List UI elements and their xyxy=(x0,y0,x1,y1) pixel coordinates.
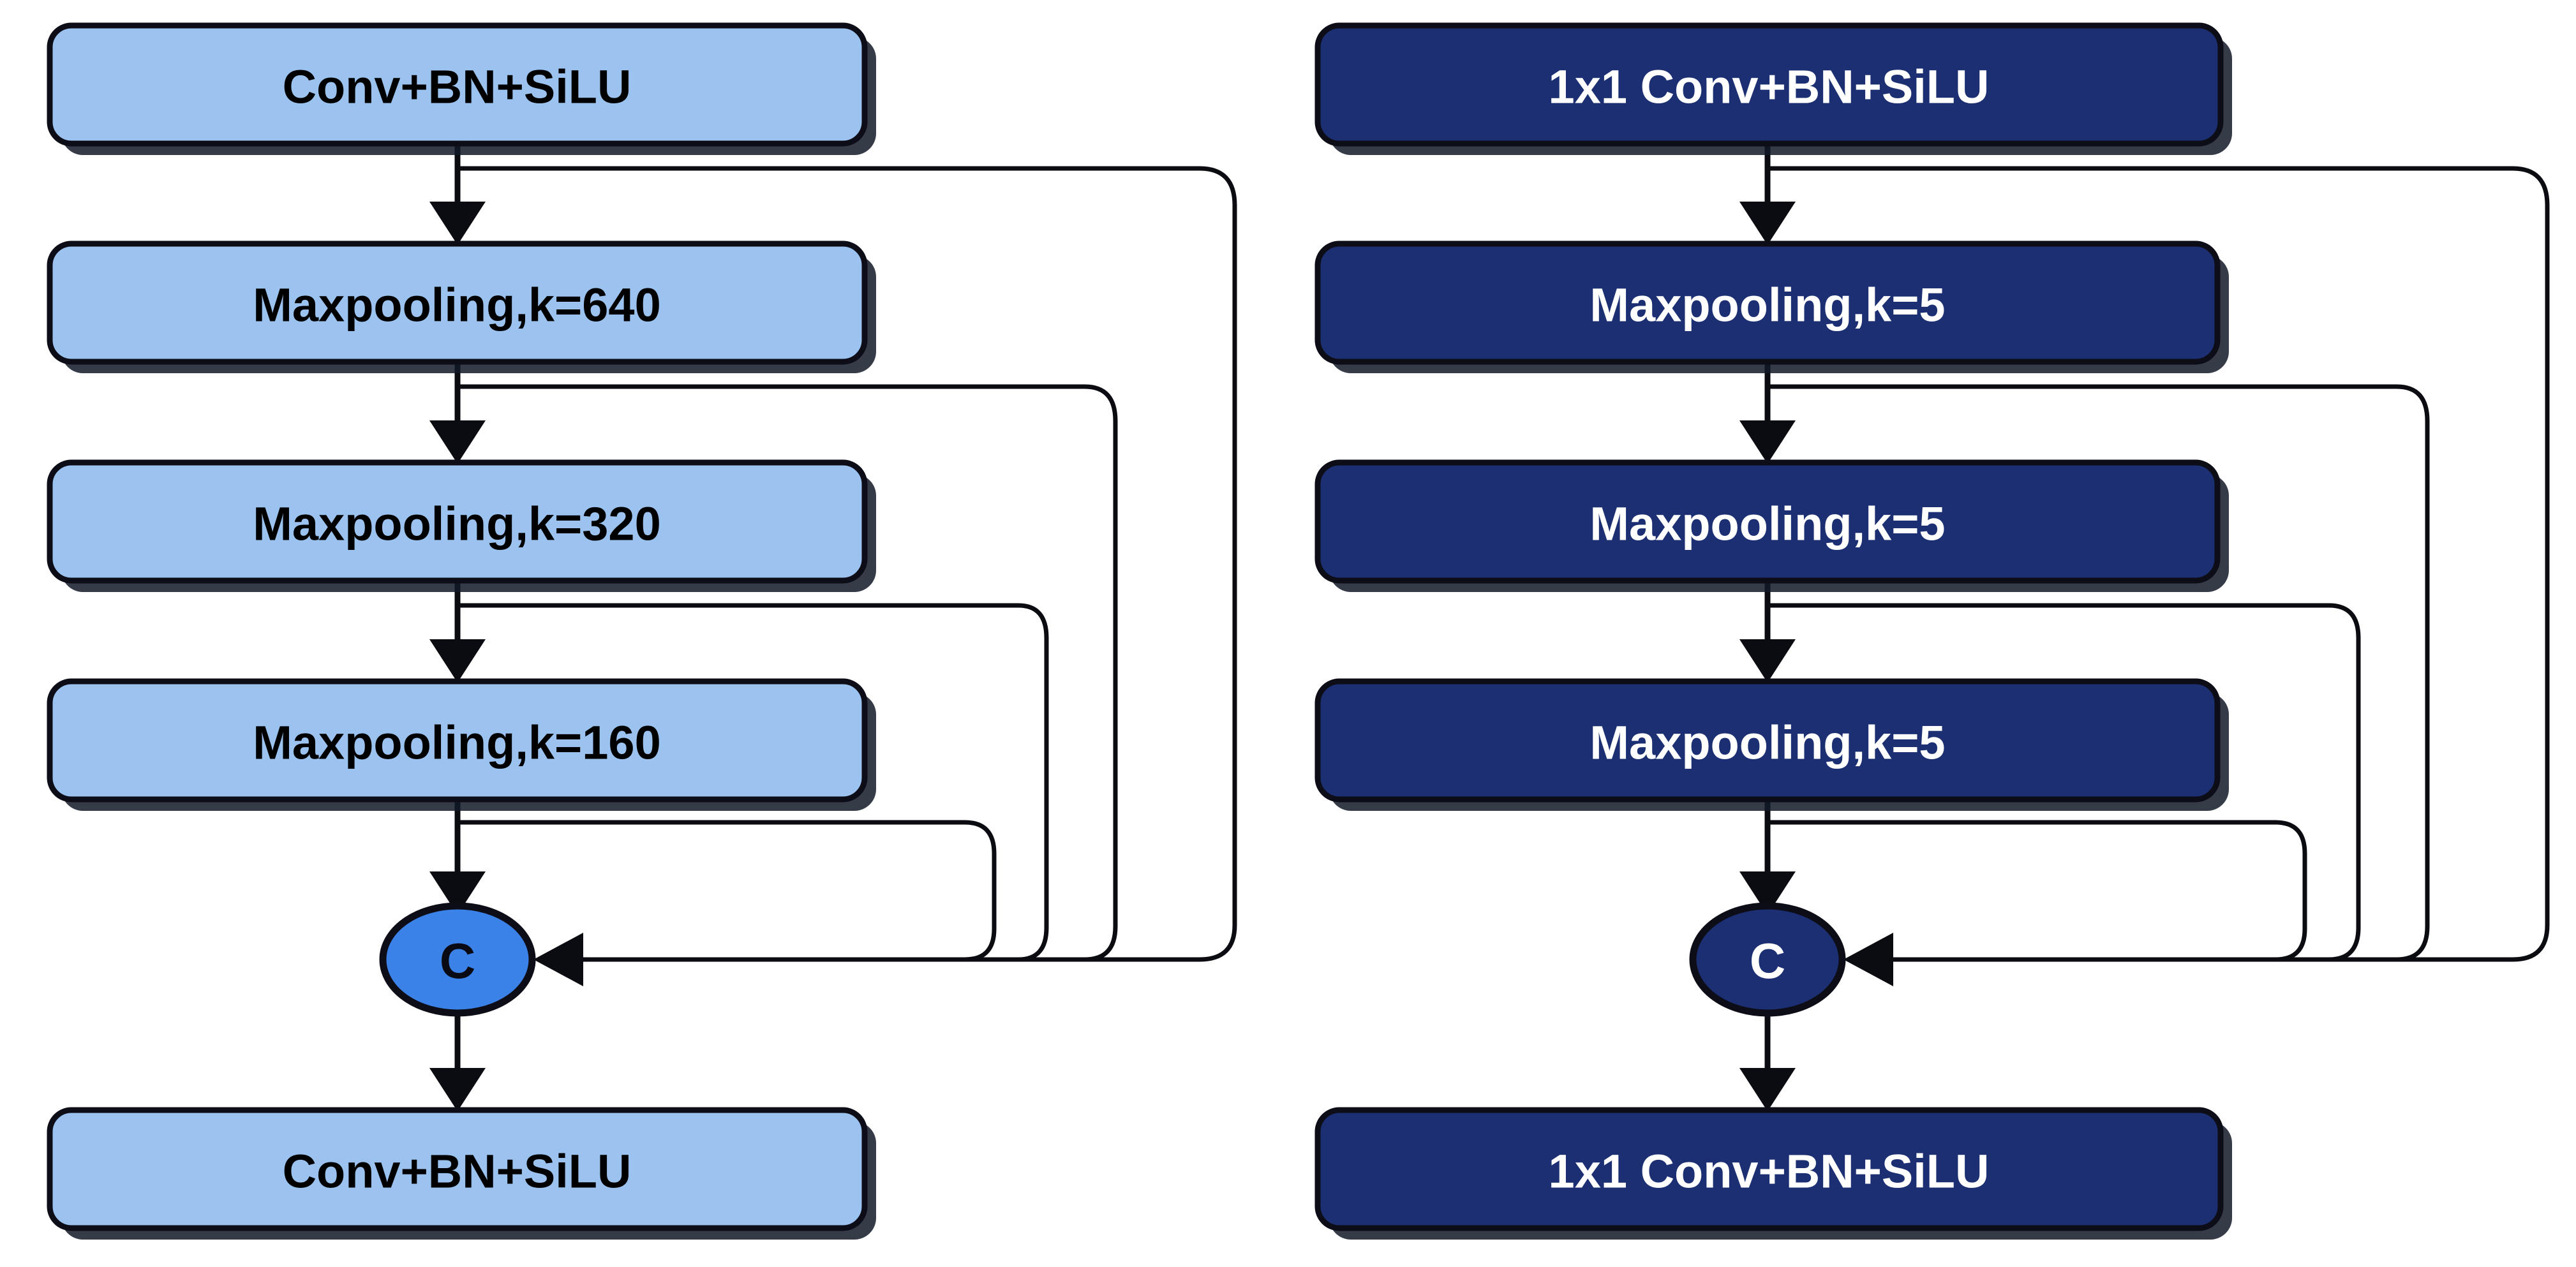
node-label-r2: Maxpooling,k=5 xyxy=(1590,279,1945,332)
skip-l1-to-concat xyxy=(458,166,1237,962)
arrowhead-l3-l4 xyxy=(429,639,486,683)
sppf-skip-edges xyxy=(1768,166,2550,986)
box-l1[interactable] xyxy=(47,22,868,147)
arrowhead-lc-l5 xyxy=(429,1068,486,1111)
arrowhead-r1-r2 xyxy=(1739,202,1796,245)
sppf-node-r1[interactable]: 1x1 Conv+BN+SiLU xyxy=(1314,22,2232,155)
arrowhead-r4-rc xyxy=(1739,871,1796,915)
box-l3[interactable] xyxy=(47,459,868,584)
node-label-r5: 1x1 Conv+BN+SiLU xyxy=(1549,1145,1990,1198)
panel-sppf: 1x1 Conv+BN+SiLU Maxpooling,k=5 Maxpooli… xyxy=(1314,22,2550,1240)
skip-r3-to-concat xyxy=(1768,603,2361,962)
spp-node-l1[interactable]: Conv+BN+SiLU xyxy=(47,22,876,155)
arrowhead-r2-r3 xyxy=(1739,420,1796,464)
skip-l3-to-concat xyxy=(458,603,1049,962)
node-label-l4: Maxpooling,k=160 xyxy=(253,716,660,769)
box-r3[interactable] xyxy=(1314,459,2221,584)
skip-l2-to-concat xyxy=(458,384,1118,962)
spp-skip-edges xyxy=(458,166,1237,986)
concat-ellipse-right[interactable] xyxy=(1689,902,1846,1017)
box-l2[interactable] xyxy=(47,241,868,365)
sppf-node-r3[interactable]: Maxpooling,k=5 xyxy=(1314,459,2229,592)
concat-label-right: C xyxy=(1750,933,1785,989)
sppf-node-r2[interactable]: Maxpooling,k=5 xyxy=(1314,241,2229,373)
node-label-r3: Maxpooling,k=5 xyxy=(1590,498,1945,551)
box-l4[interactable] xyxy=(47,678,868,803)
spp-node-l4[interactable]: Maxpooling,k=160 xyxy=(47,678,876,811)
node-label-r4: Maxpooling,k=5 xyxy=(1590,716,1945,769)
node-label-l5: Conv+BN+SiLU xyxy=(283,1145,632,1198)
spp-node-l5[interactable]: Conv+BN+SiLU xyxy=(47,1107,876,1240)
arrowhead-l2-l3 xyxy=(429,420,486,464)
node-label-l3: Maxpooling,k=320 xyxy=(253,498,660,551)
skip-l4-to-concat xyxy=(458,820,997,962)
box-r5[interactable] xyxy=(1314,1107,2224,1231)
box-l5[interactable] xyxy=(47,1107,868,1231)
sppf-node-r5[interactable]: 1x1 Conv+BN+SiLU xyxy=(1314,1107,2232,1240)
spp-node-l2[interactable]: Maxpooling,k=640 xyxy=(47,241,876,373)
box-r2[interactable] xyxy=(1314,241,2221,365)
arrowhead-rc-r5 xyxy=(1739,1068,1796,1111)
skip-r2-to-concat xyxy=(1768,384,2430,962)
arrowhead-l4-lc xyxy=(429,871,486,915)
concat-ellipse-left[interactable] xyxy=(379,902,536,1017)
arrowhead-skip-concat-right xyxy=(1843,933,1893,986)
node-label-r1: 1x1 Conv+BN+SiLU xyxy=(1549,61,1990,114)
sppf-node-concat[interactable]: C xyxy=(1689,902,1846,1017)
arrowhead-r3-r4 xyxy=(1739,639,1796,683)
arrowhead-l1-l2 xyxy=(429,202,486,245)
concat-label-left: C xyxy=(440,933,475,989)
box-r1[interactable] xyxy=(1314,22,2224,147)
skip-r4-to-concat xyxy=(1768,820,2307,962)
spp-node-concat[interactable]: C xyxy=(379,902,536,1017)
sppf-main-edges xyxy=(1739,144,1796,1111)
spp-main-edges xyxy=(429,144,486,1111)
box-r4[interactable] xyxy=(1314,678,2221,803)
skip-r1-to-concat xyxy=(1768,166,2550,962)
node-label-l2: Maxpooling,k=640 xyxy=(253,279,660,332)
arrowhead-skip-concat-left xyxy=(533,933,583,986)
node-label-l1: Conv+BN+SiLU xyxy=(283,61,632,114)
sppf-node-r4[interactable]: Maxpooling,k=5 xyxy=(1314,678,2229,811)
spp-node-l3[interactable]: Maxpooling,k=320 xyxy=(47,459,876,592)
panel-spp: Conv+BN+SiLU Maxpooling,k=640 Maxpooling… xyxy=(47,22,1237,1240)
